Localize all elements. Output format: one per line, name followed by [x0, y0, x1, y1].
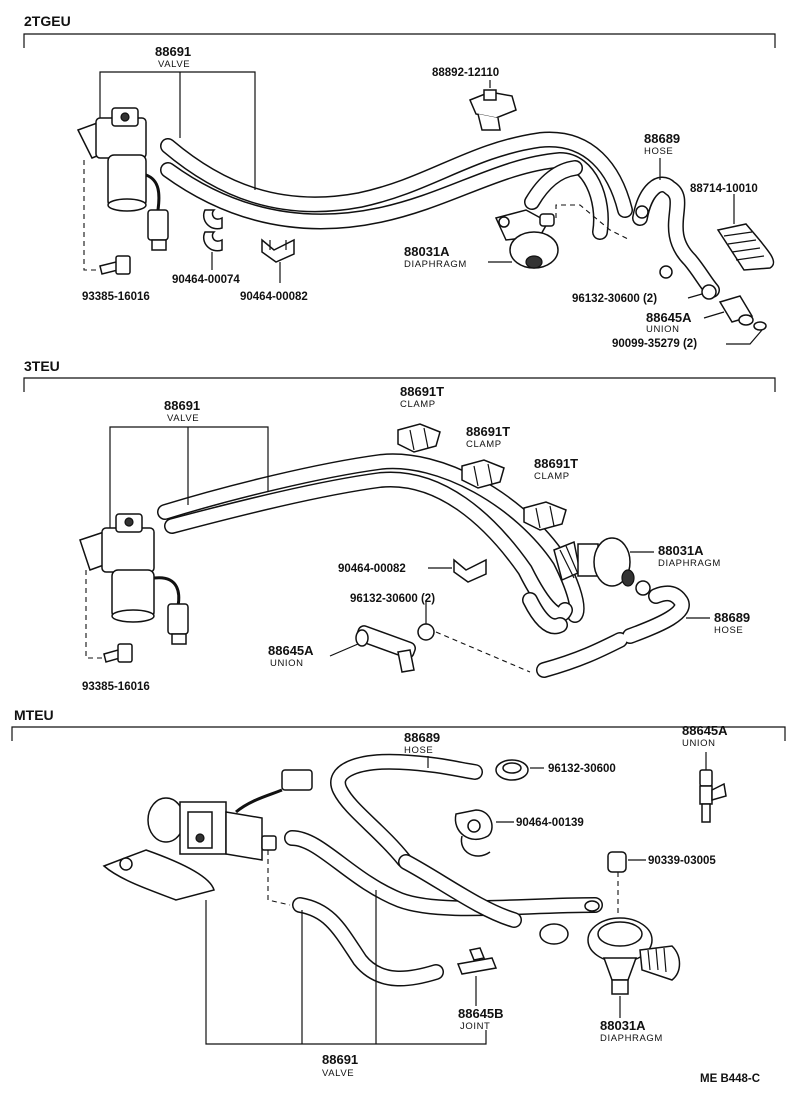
section-bracket: [23, 377, 776, 392]
union-88645a: [718, 295, 767, 331]
label-90464-00139: 90464-00139: [516, 817, 584, 829]
label-union-desc: UNION: [270, 658, 304, 669]
clamp-88691t-1: [397, 423, 441, 453]
diaphragm-88031a: [494, 209, 559, 269]
clamp-90464-00082: [261, 238, 295, 263]
leader-gasket: [726, 329, 763, 345]
leader-union: [329, 643, 359, 657]
union-88645a: [699, 769, 727, 823]
section-mteu: MTEU 88689 HOSE: [11, 707, 786, 1085]
clamp-88691t-2: [461, 459, 505, 489]
clamp-90464-00074: [203, 209, 223, 252]
cap-90339: [607, 851, 627, 873]
label-clamp1-desc: CLAMP: [400, 399, 436, 410]
hose-88689: [632, 176, 720, 298]
section-2tgeu: 2TGEU 88691 VALVE: [23, 13, 776, 350]
label-88645a: 88645A: [268, 643, 314, 658]
vacuum-hoses: [160, 131, 633, 240]
label-diaphragm-desc: DIAPHRAGM: [404, 259, 467, 270]
diaphragm-88031a: [553, 537, 635, 587]
hose-88689: [536, 585, 690, 678]
label-88031a: 88031A: [600, 1018, 646, 1033]
clamp-88691t-3: [523, 501, 567, 531]
hoseclamp-96132: [417, 580, 651, 641]
dashed-bolt-path: [83, 160, 100, 271]
label-90339-03005: 90339-03005: [648, 855, 716, 867]
label-union-desc: UNION: [682, 738, 716, 749]
label-96132-30600: 96132-30600 (2): [572, 293, 657, 305]
label-88691-valve: 88691: [322, 1052, 358, 1067]
label-clamp3-desc: CLAMP: [534, 471, 570, 482]
leader-valve-2: [301, 890, 377, 1044]
label-valve-desc: VALVE: [167, 413, 199, 424]
diaphragm-88031a: [587, 917, 681, 995]
bolt-93385: [99, 255, 131, 275]
label-88691t-3: 88691T: [534, 456, 578, 471]
section-title: 3TEU: [24, 358, 60, 374]
label-88645a: 88645A: [646, 310, 692, 325]
label-96132-30600: 96132-30600: [548, 763, 616, 775]
label-diaphragm-desc: DIAPHRAGM: [658, 558, 721, 569]
vsv-valve: [102, 769, 313, 901]
vsv-valve: [79, 513, 189, 645]
label-88691-valve: 88691: [164, 398, 200, 413]
dashed-hose-path: [435, 631, 531, 673]
label-88691-valve: 88691: [155, 44, 191, 59]
label-90464-00082: 90464-00082: [240, 291, 308, 303]
leader-valve: [109, 426, 269, 528]
label-88645b: 88645B: [458, 1006, 504, 1021]
label-88691t-2: 88691T: [466, 424, 510, 439]
label-88689: 88689: [404, 730, 440, 745]
section-title: MTEU: [14, 707, 54, 723]
clamp-90464-00139: [454, 809, 493, 857]
label-88892-12110: 88892-12110: [432, 67, 499, 79]
section-bracket: [11, 726, 786, 741]
clamp-90464-00082: [453, 558, 487, 583]
label-93385-16016: 93385-16016: [82, 291, 150, 303]
label-valve-desc: VALVE: [158, 59, 190, 70]
leader-union: [703, 311, 725, 319]
section-title: 2TGEU: [24, 13, 71, 29]
leader-valve: [99, 71, 256, 190]
leader-hoseclamp: [687, 293, 703, 299]
joint-88645b: [456, 947, 498, 975]
dashed-diaphragm-path: [555, 204, 631, 241]
label-valve-desc: VALVE: [322, 1068, 354, 1079]
clip-88892: [469, 89, 517, 131]
label-90099-35279: 90099-35279 (2): [612, 338, 697, 350]
vsv-valve: [76, 107, 169, 251]
label-union-desc: UNION: [646, 324, 680, 335]
section-3teu: 3TEU 88691 VALVE: [23, 358, 776, 693]
label-88031a: 88031A: [404, 244, 450, 259]
label-joint-desc: JOINT: [460, 1021, 490, 1032]
label-88714-10010: 88714-10010: [690, 183, 758, 195]
label-hose-desc: HOSE: [644, 146, 673, 157]
bolt-93385: [103, 643, 133, 663]
label-93385-16016: 93385-16016: [82, 681, 150, 693]
label-88031a: 88031A: [658, 543, 704, 558]
hose-88689: [284, 753, 603, 987]
label-90464-00082: 90464-00082: [338, 563, 406, 575]
sleeve-88714: [716, 223, 775, 271]
hoseclamp-96132: [635, 205, 717, 300]
label-90464-00074: 90464-00074: [172, 274, 240, 286]
union-88645a: [355, 625, 416, 673]
label-96132-30600: 96132-30600 (2): [350, 593, 435, 605]
label-88689: 88689: [714, 610, 750, 625]
label-hose-desc: HOSE: [404, 745, 433, 756]
dashed-valve-path: [267, 850, 291, 906]
label-88689: 88689: [644, 131, 680, 146]
section-bracket: [23, 33, 776, 48]
label-hose-desc: HOSE: [714, 625, 743, 636]
leader-valve: [205, 900, 487, 1045]
label-88691t-1: 88691T: [400, 384, 444, 399]
hoseclamp-96132: [495, 759, 600, 945]
label-clamp2-desc: CLAMP: [466, 439, 502, 450]
label-88645a: 88645A: [682, 723, 728, 738]
label-diaphragm-desc: DIAPHRAGM: [600, 1033, 663, 1044]
footer-code: ME B448-C: [700, 1073, 760, 1085]
dashed-bolt-path: [85, 570, 104, 659]
